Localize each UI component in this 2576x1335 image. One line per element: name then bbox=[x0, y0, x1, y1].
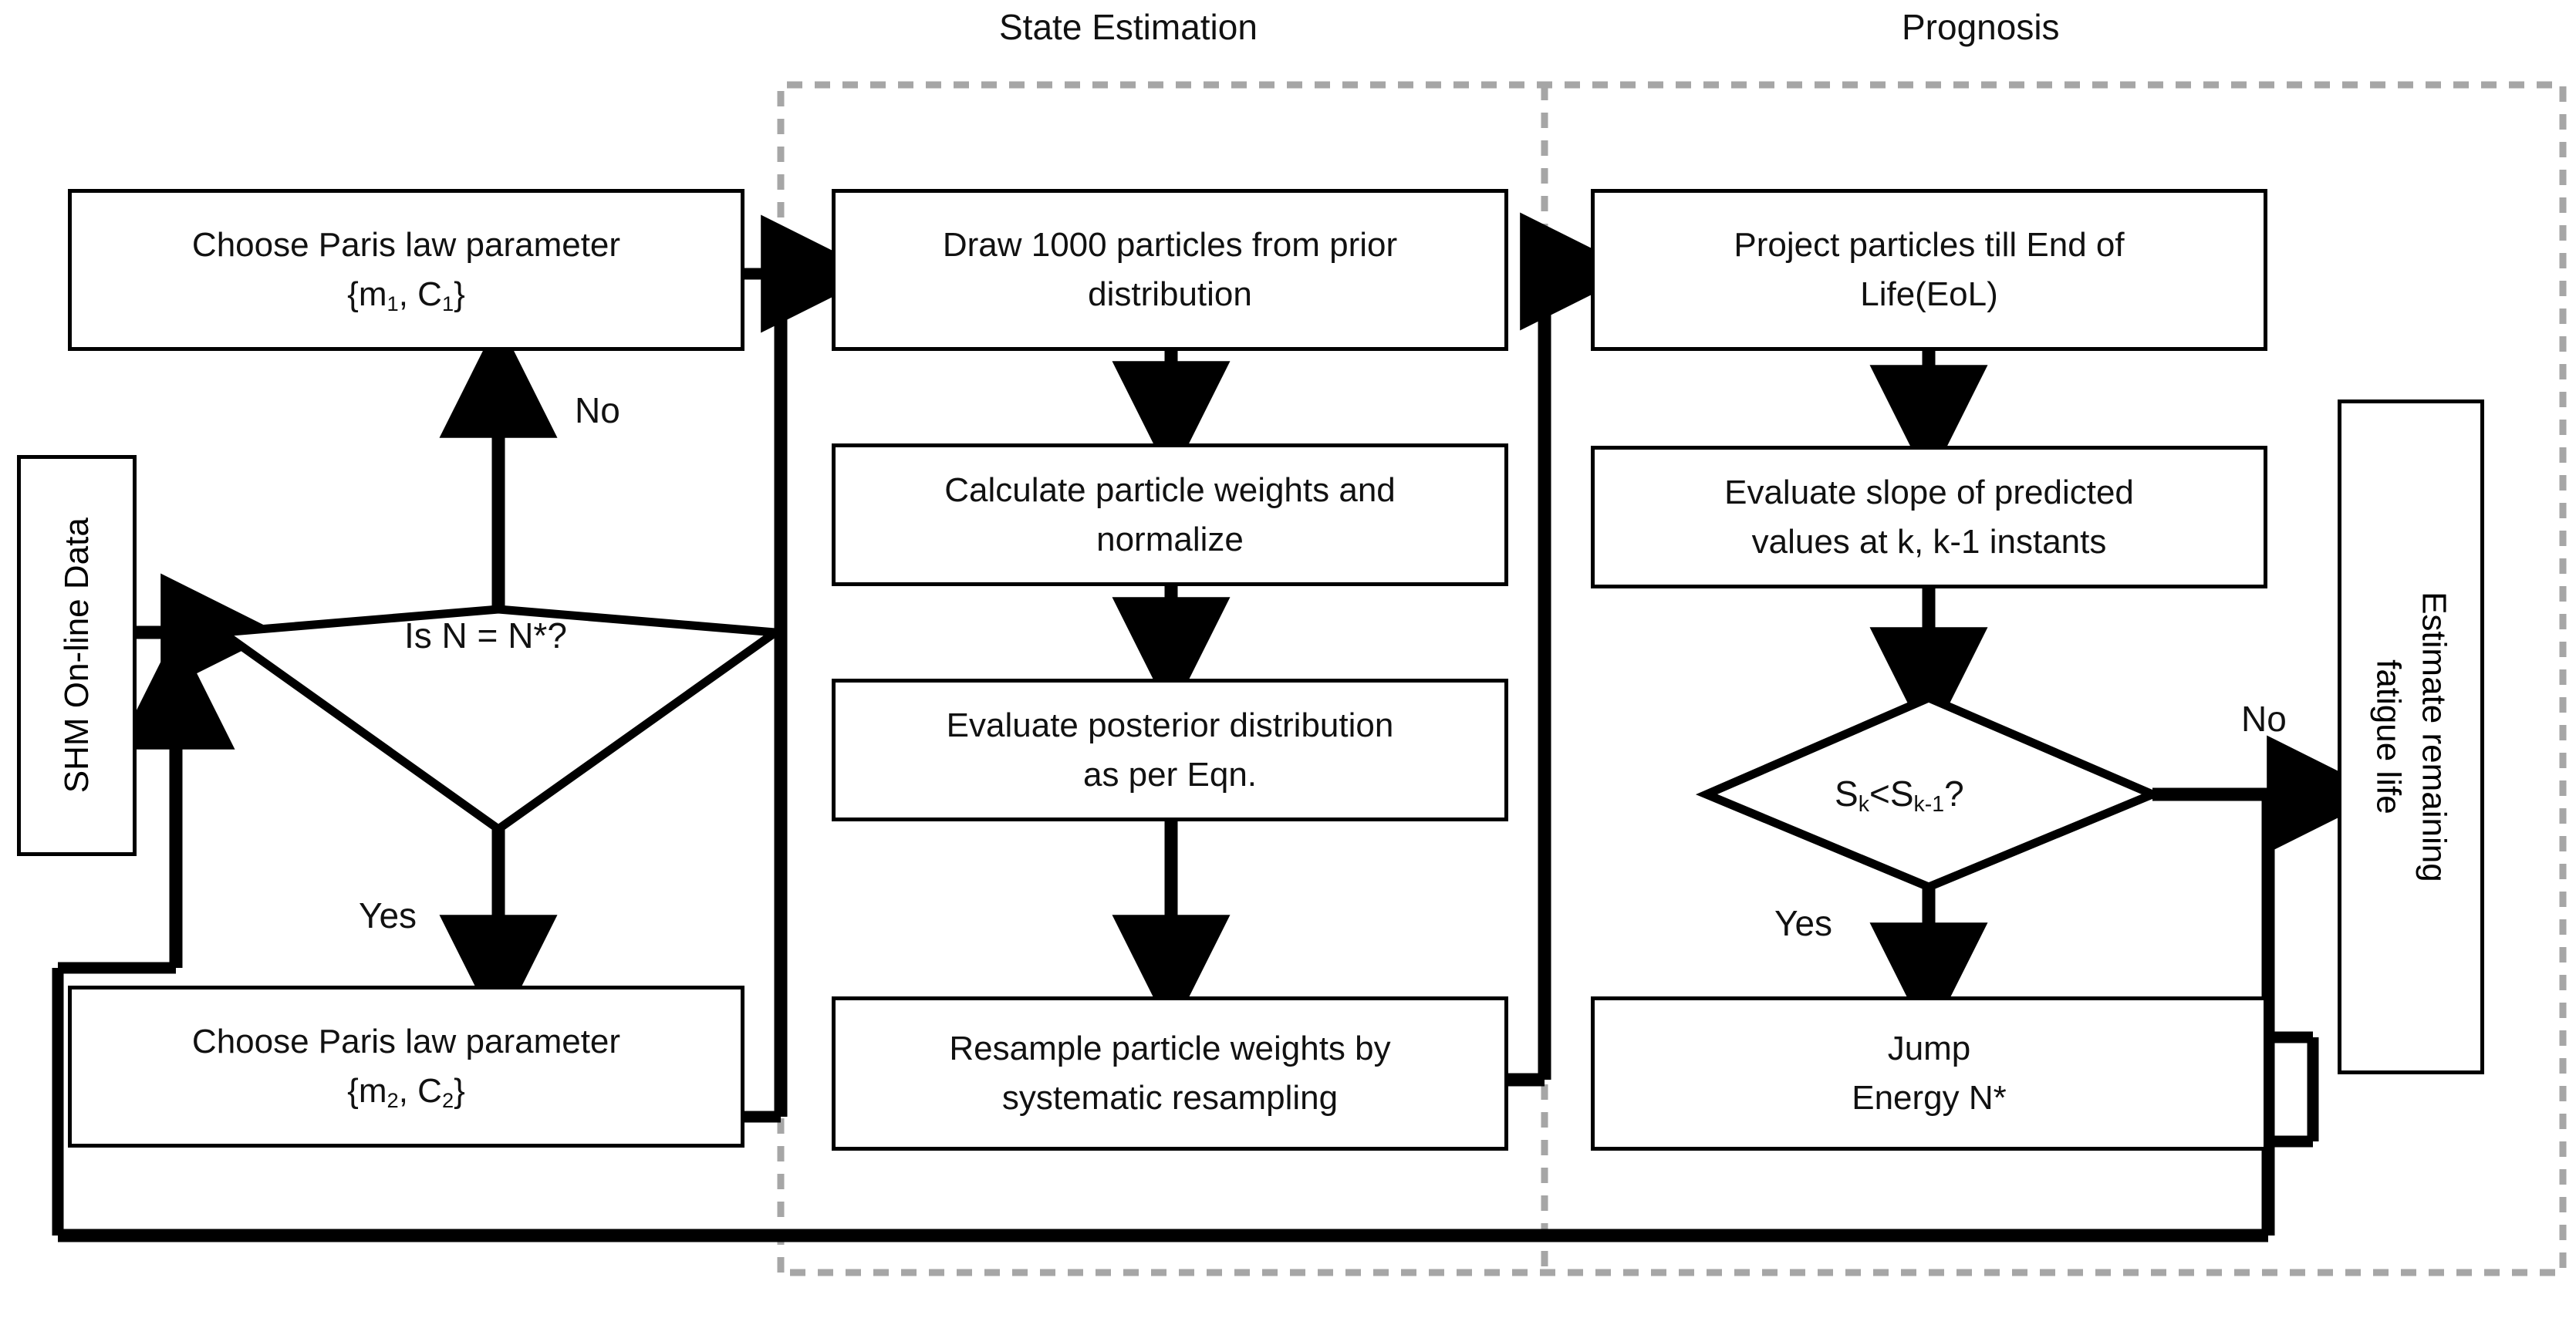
paris-2-line2: {m2, C2} bbox=[347, 1072, 465, 1112]
draw-particles-line2: distribution bbox=[1088, 275, 1252, 313]
posterior-line2: as per Eqn. bbox=[1082, 755, 1258, 794]
node-shm-online-data[interactable]: SHM On-line Data bbox=[17, 455, 137, 856]
decision-s-label: Sk<Sk-1? bbox=[1835, 774, 1964, 818]
diamond-s-shape bbox=[1695, 693, 2164, 892]
posterior-line1: Evaluate posterior distribution bbox=[946, 706, 1394, 744]
node-estimate-remaining-fatigue-life[interactable]: Estimate remaining fatigue life bbox=[2338, 399, 2484, 1074]
project-eol-line2: Life(EoL) bbox=[1860, 275, 1998, 313]
edge-label-yes-left: Yes bbox=[359, 895, 417, 936]
diamond-n-shape bbox=[210, 605, 788, 834]
decision-diamond-n bbox=[210, 605, 788, 834]
paris-1-line2: {m1, C1} bbox=[347, 275, 465, 315]
estimate-life-line1: Estimate remaining bbox=[2415, 592, 2453, 882]
node-choose-paris-law-1[interactable]: Choose Paris law parameter {m1, C1} bbox=[68, 189, 744, 351]
decision-n-label: Is N = N*? bbox=[404, 615, 567, 656]
edge-label-yes-right: Yes bbox=[1774, 903, 1833, 943]
edge-label-no-left: No bbox=[575, 390, 620, 430]
node-resample[interactable]: Resample particle weights by systematic … bbox=[832, 996, 1508, 1151]
paris-1-line1: Choose Paris law parameter bbox=[191, 226, 621, 265]
estimate-life-label: Estimate remaining fatigue life bbox=[2365, 592, 2457, 882]
resample-line1: Resample particle weights by bbox=[949, 1030, 1391, 1068]
resample-line2: systematic resampling bbox=[1001, 1079, 1339, 1117]
node-choose-paris-law-2[interactable]: Choose Paris law parameter {m2, C2} bbox=[68, 986, 744, 1148]
eval-slope-line1: Evaluate slope of predicted bbox=[1724, 473, 2134, 511]
node-draw-particles[interactable]: Draw 1000 particles from prior distribut… bbox=[832, 189, 1508, 351]
section-title-state-estimation: State Estimation bbox=[999, 7, 1258, 47]
node-jump-energy[interactable]: Jump Energy N* bbox=[1591, 996, 2267, 1151]
node-calculate-weights[interactable]: Calculate particle weights and normalize bbox=[832, 443, 1508, 586]
eval-slope-line2: values at k, k-1 instants bbox=[1751, 522, 2107, 561]
shm-online-data-label: SHM On-line Data bbox=[57, 517, 96, 794]
jump-energy-line1: Jump bbox=[1887, 1030, 1971, 1068]
node-evaluate-posterior[interactable]: Evaluate posterior distribution as per E… bbox=[832, 679, 1508, 821]
paris-2-line1: Choose Paris law parameter bbox=[191, 1023, 621, 1061]
edge-label-no-right: No bbox=[2241, 699, 2287, 739]
project-eol-line1: Project particles till End of bbox=[1734, 226, 2125, 265]
node-project-particles[interactable]: Project particles till End of Life(EoL) bbox=[1591, 189, 2267, 351]
node-evaluate-slope[interactable]: Evaluate slope of predicted values at k,… bbox=[1591, 446, 2267, 588]
decision-diamond-s bbox=[1695, 693, 2164, 892]
calc-weights-line1: Calculate particle weights and bbox=[944, 470, 1396, 509]
jump-energy-line2: Energy N* bbox=[1852, 1079, 2007, 1117]
estimate-life-line2: fatigue life bbox=[2369, 659, 2408, 814]
draw-particles-line1: Draw 1000 particles from prior bbox=[942, 226, 1398, 265]
section-title-prognosis: Prognosis bbox=[1902, 7, 2060, 47]
calc-weights-line2: normalize bbox=[1096, 520, 1244, 558]
